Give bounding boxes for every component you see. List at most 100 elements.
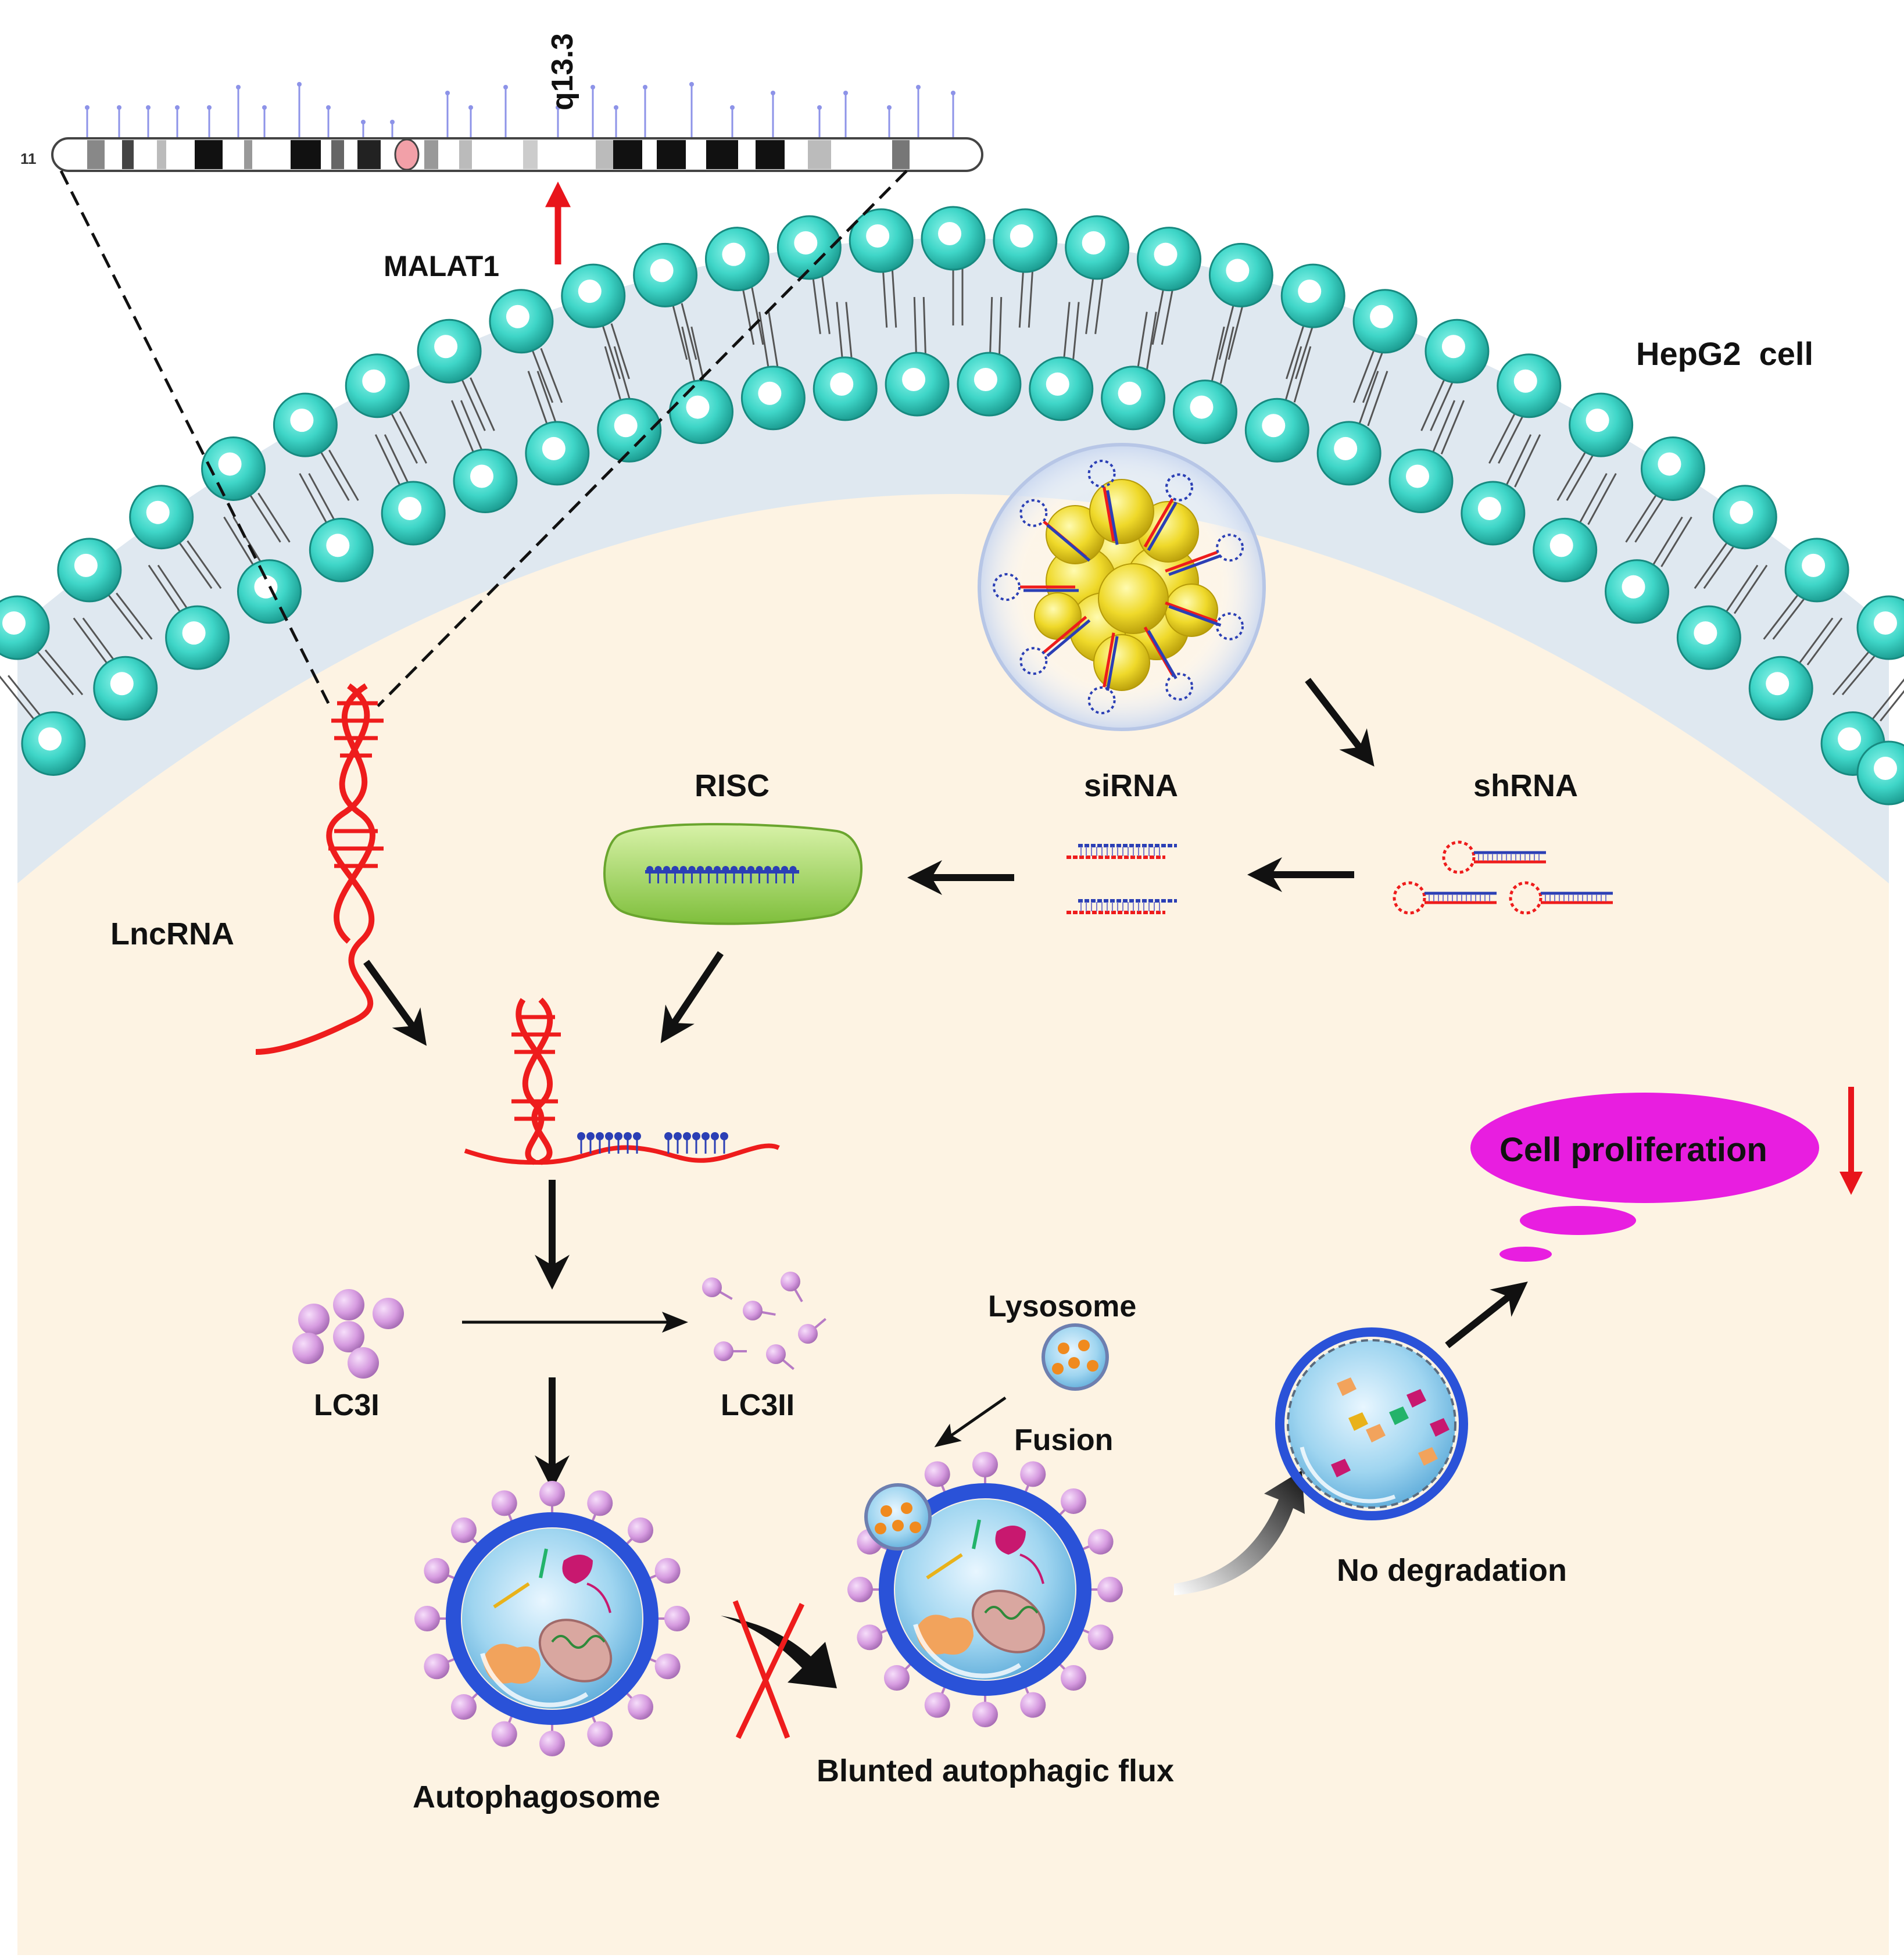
chromosome-body [51,137,983,172]
lipid-head [1820,711,1885,776]
lipid-head [740,366,806,431]
risc-label: RISC [695,768,770,803]
lipid-head [1352,289,1418,354]
lipid-head [921,206,986,271]
lipid-head [1533,517,1598,582]
lipid-head [1137,227,1202,292]
lipid-head [957,352,1022,417]
lipid-head [1461,481,1526,546]
curved-arrow-blocked [721,1616,837,1688]
zoom-line-right [377,170,908,707]
sirna-icon [1066,844,1177,914]
arrow-lncrna-to-complex [363,960,427,1046]
lncrna-helix-icon [255,683,384,1055]
lc3i-label: LC3I [314,1388,380,1422]
lipid-head [93,656,158,721]
lipid-head [381,481,446,546]
lipid-head [237,559,302,624]
lipid-head [849,208,914,273]
lipid-head [345,353,410,418]
lipid-head [633,242,698,307]
membrane-band [17,238,1889,883]
lipid-head [309,517,374,582]
lipid-head [1856,740,1904,806]
lipid-head [1172,380,1237,445]
target-complex-icon [464,997,780,1165]
sirna-duplex [1066,844,1177,859]
band-label: q13.3 [546,33,579,110]
ideogram-ticks [85,82,955,137]
lipid-head [993,208,1058,273]
lipid-head [1244,398,1309,463]
lipid-head [704,227,770,292]
lipid-head [1856,595,1904,660]
fused-autolysosome-icon [847,1452,1123,1727]
nanoparticle-icon [978,443,1266,731]
lipid-head [1784,538,1849,603]
lipid-head [1569,392,1634,457]
lipid-bilayer [0,206,1904,806]
arrow-to-proliferation [1445,1282,1528,1348]
lysosome-label: Lysosome [988,1290,1136,1323]
lipid-head [1280,263,1345,328]
lipid-head [1208,242,1273,307]
curved-arrow-to-degradation [1174,1470,1305,1595]
lipid-head [813,356,878,421]
chromosome-ideogram: 11 q13.3 MALAT1 [20,33,983,707]
fusion-label: Fusion [1014,1423,1113,1457]
lipid-head [1748,656,1813,721]
lipid-head [417,318,482,384]
lipid-head [1497,353,1562,418]
chromosome-number: 11 [20,150,37,167]
arrow-np-to-shrna [1305,678,1375,767]
lipid-head [453,449,518,513]
cell-label: HepG2 cell [1636,335,1813,372]
shrna-hairpin [1393,881,1497,915]
shrna-hairpin [1442,840,1546,874]
arrow-risc-to-complex [660,951,724,1043]
lc3ii-icon [702,1272,826,1370]
lipid-head [129,485,194,550]
lipid-head [1676,605,1741,670]
lipid-head [0,595,50,660]
lipid-head [165,605,230,670]
gene-label: MALAT1 [384,250,499,282]
lipid-head [1425,318,1490,384]
lipid-head [489,289,554,354]
sirna-label: siRNA [1084,768,1178,803]
lc3i-icon [292,1289,404,1379]
lipid-head [1388,449,1454,513]
centromere [394,138,420,171]
chromosome-bands [87,140,910,169]
block-cross-icon [732,1600,805,1739]
shrna-label: shRNA [1473,768,1578,803]
lc3ii-label: LC3II [721,1388,794,1422]
lipid-head [669,380,734,445]
lipid-head [1712,485,1777,550]
lipid-head [597,398,662,463]
lipid-head [273,392,338,457]
undegraded-vesicle-icon [1275,1327,1468,1520]
risc-icon [603,823,862,925]
autophagosome-icon [414,1481,690,1756]
lipid-head [57,538,122,603]
lipid-head [21,711,86,776]
proliferation-bubble [1470,1093,1819,1262]
lncrna-label: LncRNA [110,917,234,951]
lipid-head [885,352,950,417]
shrna-hairpin [1509,881,1613,915]
lipid-head [1640,436,1705,501]
sirna-duplex [1066,899,1177,914]
cell-proliferation-label: Cell proliferation [1499,1131,1767,1169]
lipid-head [1065,215,1130,280]
zoom-line-left [59,170,330,704]
arrow-lysosome-fusion [934,1396,1007,1448]
lipid-head [1316,421,1382,486]
lipid-head [1029,356,1094,421]
lipid-head [561,263,626,328]
lipid-head [1605,559,1670,624]
no-degradation-label: No degradation [1337,1553,1567,1588]
lysosome-icon [1042,1323,1109,1391]
